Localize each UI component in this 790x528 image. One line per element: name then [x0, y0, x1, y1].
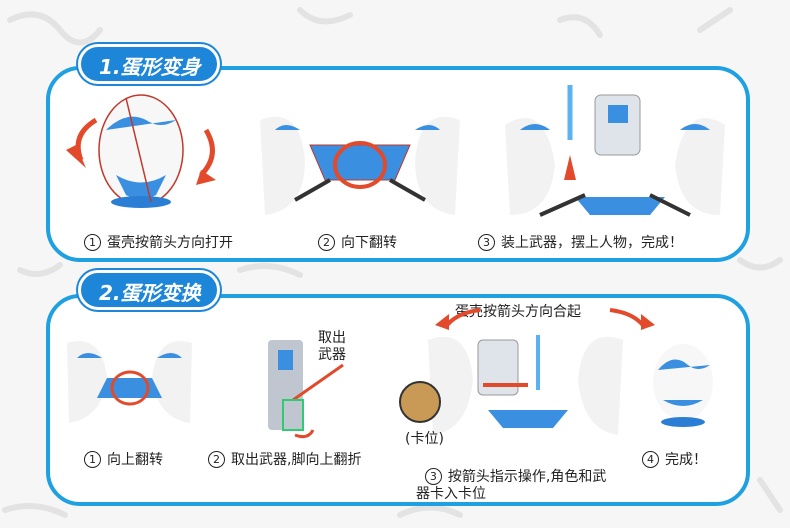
- step-text: 按箭头指示操作,角色和武 器卡入卡位: [416, 469, 607, 502]
- egg-flip-up-illustration: [67, 341, 192, 423]
- egg-flip-down-illustration: [260, 116, 460, 215]
- section-1-title: 1.蛋形变身: [78, 44, 220, 84]
- step-text: 装上武器，摆上人物，完成！: [501, 235, 683, 251]
- step-number: 1: [84, 451, 101, 468]
- step-text: 蛋壳按箭头方向打开: [107, 235, 233, 251]
- section-1-step-2: 2 向下翻转: [318, 234, 397, 252]
- close-arrows-icon: [435, 308, 655, 330]
- egg-complete-illustration: [653, 344, 713, 427]
- section-2-step-1: 1 向上翻转: [84, 451, 163, 469]
- section-1-step-3: 3 装上武器，摆上人物，完成！: [478, 234, 683, 252]
- section-2-title: 2.蛋形变换: [78, 270, 220, 310]
- step-number: 3: [478, 234, 495, 251]
- step-number: 2: [318, 234, 335, 251]
- step-text: 向上翻转: [107, 452, 163, 468]
- robot-assembled-illustration: [505, 85, 725, 217]
- slot-callout: (卡位): [405, 431, 444, 447]
- step-text: 取出武器,脚向上翻折: [231, 452, 362, 468]
- step-number: 3: [424, 468, 442, 485]
- remove-weapon-callout: 取出 武器: [318, 330, 346, 363]
- section-1-step-1: 1 蛋壳按箭头方向打开: [84, 234, 233, 252]
- section-2-step-4: 4 完成！: [642, 451, 707, 469]
- section-2-step-2: 2 取出武器,脚向上翻折: [208, 451, 361, 469]
- close-shell-callout: 蛋壳按箭头方向合起: [455, 304, 581, 320]
- step-number: 2: [208, 451, 225, 468]
- insert-slot-illustration: [399, 335, 623, 435]
- step-number: 1: [84, 234, 101, 251]
- step-text: 向下翻转: [341, 235, 397, 251]
- remove-weapon-illustration: [268, 340, 344, 439]
- step-number: 4: [642, 451, 659, 468]
- egg-open-illustration: [66, 94, 216, 208]
- step-text: 完成！: [665, 452, 707, 468]
